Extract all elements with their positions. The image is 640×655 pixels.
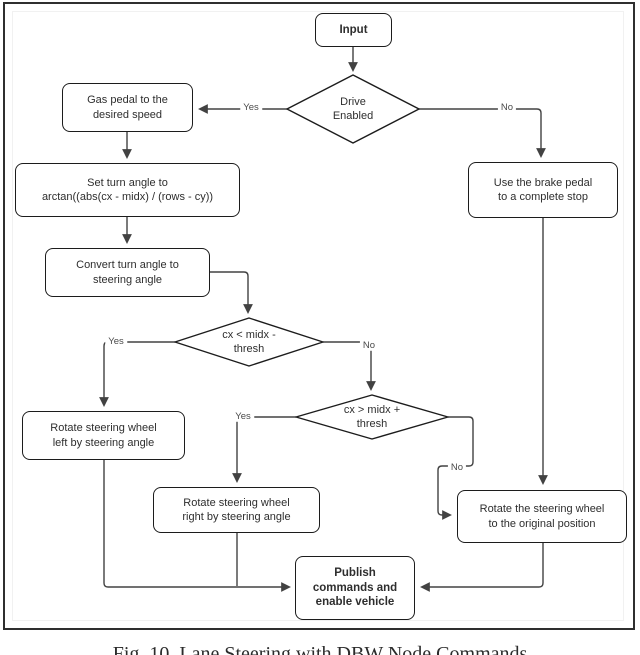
node-brake: Use the brake pedal to a complete stop [468,162,618,218]
edge-cxgreater-yes-to-rotateright [232,416,296,483]
decision-drive-enabled-shape [286,74,420,144]
edge-cxless-yes-to-rotateleft [99,341,175,407]
edge-label-cxgreater-yes: Yes [232,411,254,423]
decision-cx-greater-shape [295,394,449,440]
edge-label-cxless-no: No [359,340,379,352]
edge-label-drive-no: No [497,102,517,114]
node-rotate-original: Rotate the steering wheel to the origina… [457,490,627,543]
node-gas-pedal: Gas pedal to the desired speed [62,83,193,132]
node-convert-angle: Convert turn angle to steering angle [45,248,210,297]
edge-drive-no-to-brake [419,108,546,158]
edge-label-drive-yes: Yes [240,102,262,114]
edge-convert-to-cxless [210,271,253,314]
edge-label-cxgreater-no: No [447,462,467,474]
node-set-turn-angle: Set turn angle to arctan((abs(cx - midx)… [15,163,240,217]
node-input: Input [315,13,392,47]
node-rotate-right: Rotate steering wheel right by steering … [153,487,320,533]
node-rotate-left: Rotate steering wheel left by steering a… [22,411,185,460]
edge-label-cxless-yes: Yes [105,336,127,348]
decision-cx-less-shape [174,317,324,367]
edge-rotateoriginal-to-publish [420,543,544,592]
node-publish: Publish commands and enable vehicle [295,556,415,620]
figure-caption: Fig. 10. Lane Steering with DBW Node Com… [112,643,528,655]
edge-rotateleft-to-publish [103,460,291,592]
